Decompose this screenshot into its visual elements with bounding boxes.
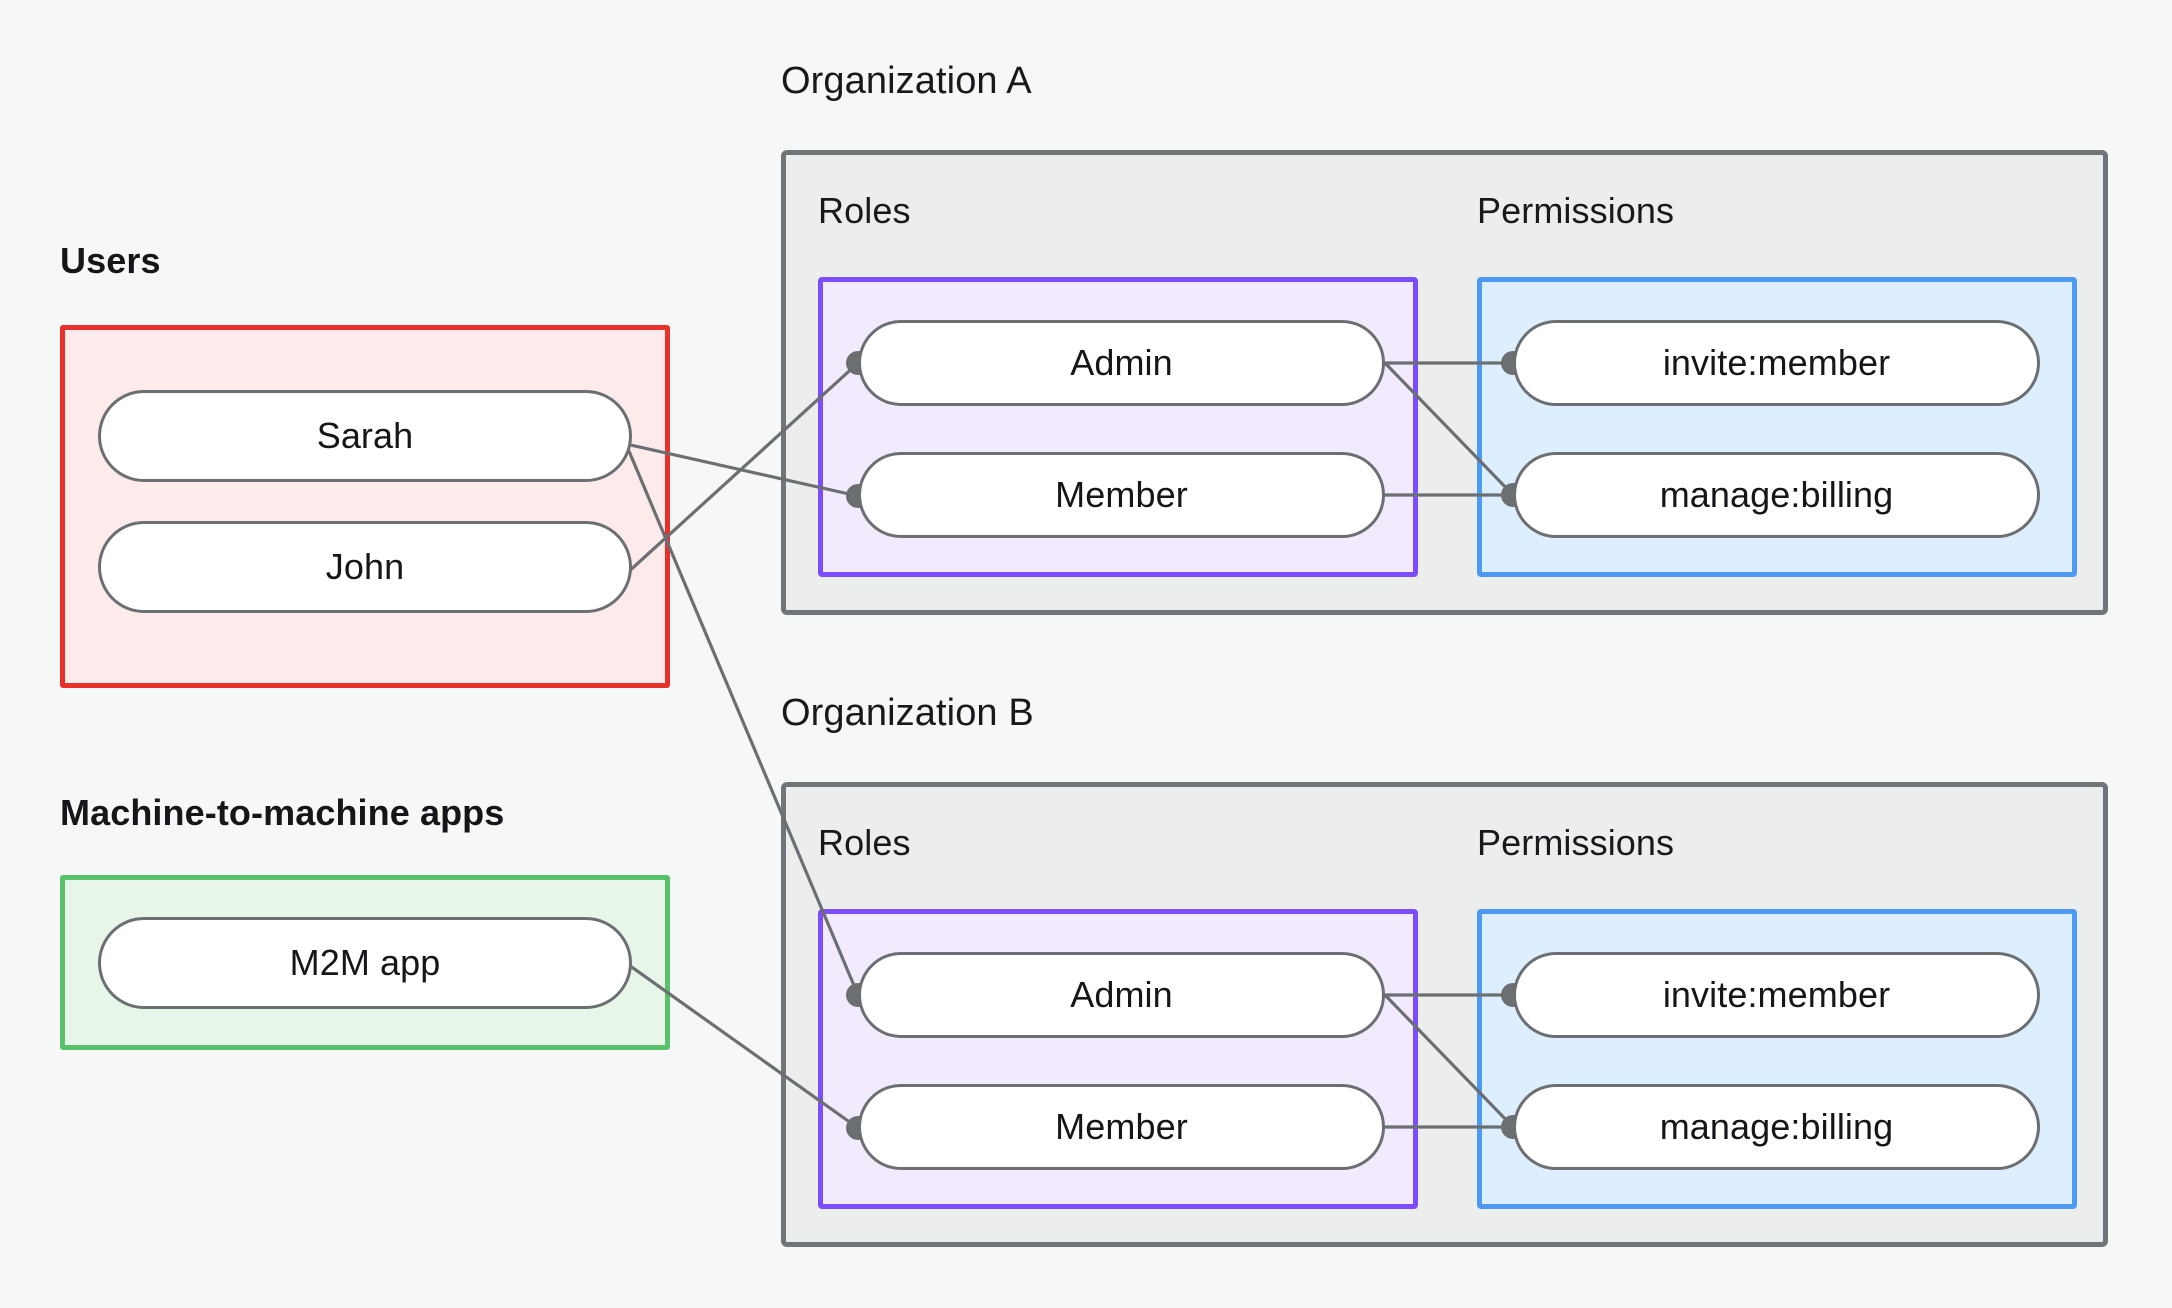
- org-b-permissions-label: Permissions: [1477, 822, 1675, 863]
- org-a-roles-label: Roles: [818, 190, 911, 231]
- node-john[interactable]: John: [98, 521, 632, 613]
- org-a-permissions-label: Permissions: [1477, 190, 1675, 231]
- node-org-b-invite-member[interactable]: invite:member: [1513, 952, 2040, 1038]
- users-group-label: Users: [60, 240, 161, 281]
- node-org-a-member[interactable]: Member: [858, 452, 1385, 538]
- node-org-b-member[interactable]: Member: [858, 1084, 1385, 1170]
- node-org-b-manage-billing[interactable]: manage:billing: [1513, 1084, 2040, 1170]
- org-b-roles-label: Roles: [818, 822, 911, 863]
- org-b-label: Organization B: [781, 692, 1034, 734]
- m2m-group-label: Machine-to-machine apps: [60, 792, 505, 833]
- users-group-box: [60, 325, 670, 688]
- node-org-b-admin[interactable]: Admin: [858, 952, 1385, 1038]
- node-org-a-admin[interactable]: Admin: [858, 320, 1385, 406]
- node-sarah[interactable]: Sarah: [98, 390, 632, 482]
- node-org-a-manage-billing[interactable]: manage:billing: [1513, 452, 2040, 538]
- org-a-label: Organization A: [781, 60, 1032, 102]
- node-org-a-invite-member[interactable]: invite:member: [1513, 320, 2040, 406]
- node-m2m-app[interactable]: M2M app: [98, 917, 632, 1009]
